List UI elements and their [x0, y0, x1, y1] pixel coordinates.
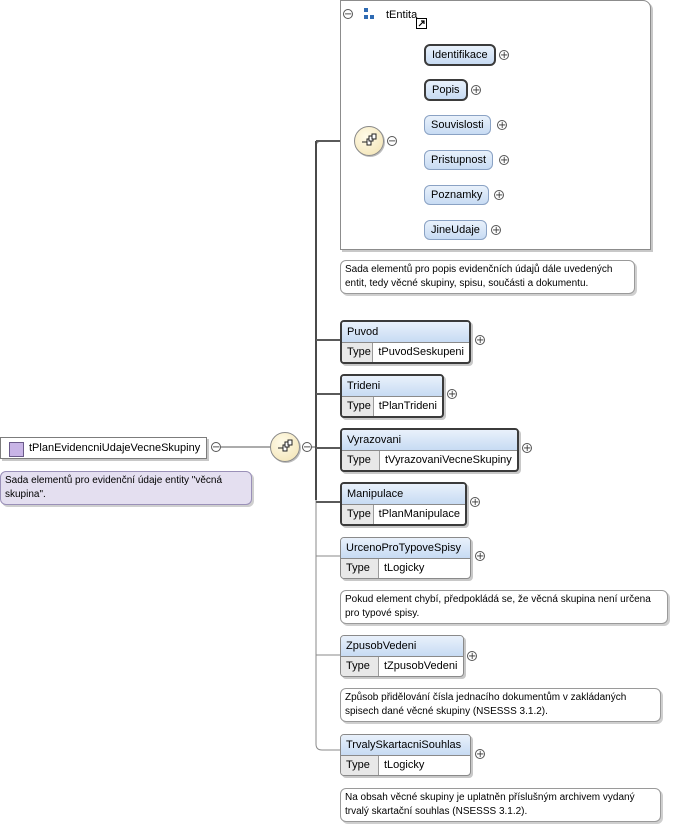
- collapse-icon[interactable]: −: [302, 442, 312, 453]
- expand-icon[interactable]: +: [499, 155, 509, 166]
- element-trvalyskartacnisouhlas[interactable]: TrvalySkartacniSouhlas Type tLogicky: [340, 734, 471, 776]
- type-label: Type: [342, 397, 374, 416]
- root-annotation: Sada elementů pro evidenční údaje entity…: [0, 471, 252, 505]
- type-value: tVyrazovaniVecneSkupiny: [385, 454, 512, 466]
- group-item-poznamky[interactable]: Poznamky: [424, 185, 490, 205]
- element-zpusobvedeni[interactable]: ZpusobVedeni Type tZpusobVedeni: [340, 635, 464, 677]
- element-annotation: Na obsah věcné skupiny je uplatněn přísl…: [340, 788, 661, 822]
- type-value: tPlanManipulace: [378, 508, 460, 520]
- expand-icon[interactable]: +: [494, 190, 504, 201]
- expand-icon[interactable]: +: [471, 85, 481, 96]
- collapse-icon[interactable]: −: [343, 9, 353, 20]
- group-item-jineudaje[interactable]: JineUdaje: [424, 220, 487, 240]
- group-item-identifikace[interactable]: Identifikace: [424, 44, 496, 66]
- element-urcenoprotypovespisy[interactable]: UrcenoProTypoveSpisy Type tLogicky: [340, 537, 471, 579]
- element-vyrazovani[interactable]: Vyrazovani Type tVyrazovaniVecneSkupiny: [340, 428, 519, 472]
- group-annotation: Sada elementů pro popis evidenčních údaj…: [340, 260, 635, 294]
- element-name: TrvalySkartacniSouhlas: [341, 735, 470, 756]
- type-value: tPuvodSeskupeni: [378, 346, 464, 358]
- type-value: tZpusobVedeni: [384, 660, 458, 672]
- group-item-popis[interactable]: Popis: [424, 79, 468, 101]
- element-name: Manipulace: [342, 484, 465, 505]
- expand-icon[interactable]: +: [499, 50, 509, 61]
- type-value: tLogicky: [384, 562, 425, 574]
- group-item-souvislosti[interactable]: Souvislosti: [424, 115, 491, 135]
- element-name: Vyrazovani: [342, 430, 517, 451]
- expand-icon[interactable]: +: [447, 389, 457, 400]
- type-value: tLogicky: [384, 759, 425, 771]
- group-tentita: [340, 0, 651, 250]
- sequence-glyph: [278, 439, 293, 452]
- group-item-pristupnost[interactable]: Pristupnost: [424, 150, 494, 170]
- expand-icon[interactable]: +: [467, 651, 477, 662]
- element-name: Trideni: [342, 376, 442, 397]
- element-annotation: Způsob přidělování čísla jednacího dokum…: [340, 688, 661, 722]
- expand-icon[interactable]: +: [475, 551, 485, 562]
- expand-icon[interactable]: +: [522, 443, 532, 454]
- element-name: UrcenoProTypoveSpisy: [341, 538, 470, 559]
- collapse-icon[interactable]: −: [211, 442, 221, 453]
- element-puvod[interactable]: Puvod Type tPuvodSeskupeni: [340, 320, 471, 364]
- type-label: Type: [342, 505, 374, 524]
- expand-icon[interactable]: +: [497, 120, 507, 131]
- complex-type-icon: [364, 8, 374, 19]
- complex-type-icon: [9, 442, 24, 457]
- element-name: ZpusobVedeni: [341, 636, 463, 657]
- type-label: Type: [341, 756, 379, 775]
- type-label: Type: [342, 451, 380, 470]
- expand-icon[interactable]: +: [470, 497, 480, 508]
- element-name: Puvod: [342, 322, 469, 343]
- sequence-compositor-icon[interactable]: [354, 126, 384, 156]
- expand-icon[interactable]: +: [475, 749, 485, 760]
- link-arrow-icon[interactable]: [416, 18, 427, 29]
- element-annotation: Pokud element chybí, předpokládá se, že …: [340, 590, 668, 624]
- sequence-glyph: [362, 133, 377, 146]
- expand-icon[interactable]: +: [475, 335, 485, 346]
- type-value: tPlanTrideni: [378, 400, 437, 412]
- group-title: tEntita: [386, 9, 418, 21]
- element-trideni[interactable]: Trideni Type tPlanTrideni: [340, 374, 444, 418]
- type-label: Type: [342, 343, 374, 362]
- expand-icon[interactable]: +: [491, 225, 501, 236]
- element-manipulace[interactable]: Manipulace Type tPlanManipulace: [340, 482, 467, 526]
- type-label: Type: [341, 657, 379, 676]
- root-element[interactable]: tPlanEvidencniUdajeVecneSkupiny: [0, 437, 208, 459]
- collapse-icon[interactable]: −: [387, 136, 397, 147]
- type-label: Type: [341, 559, 379, 578]
